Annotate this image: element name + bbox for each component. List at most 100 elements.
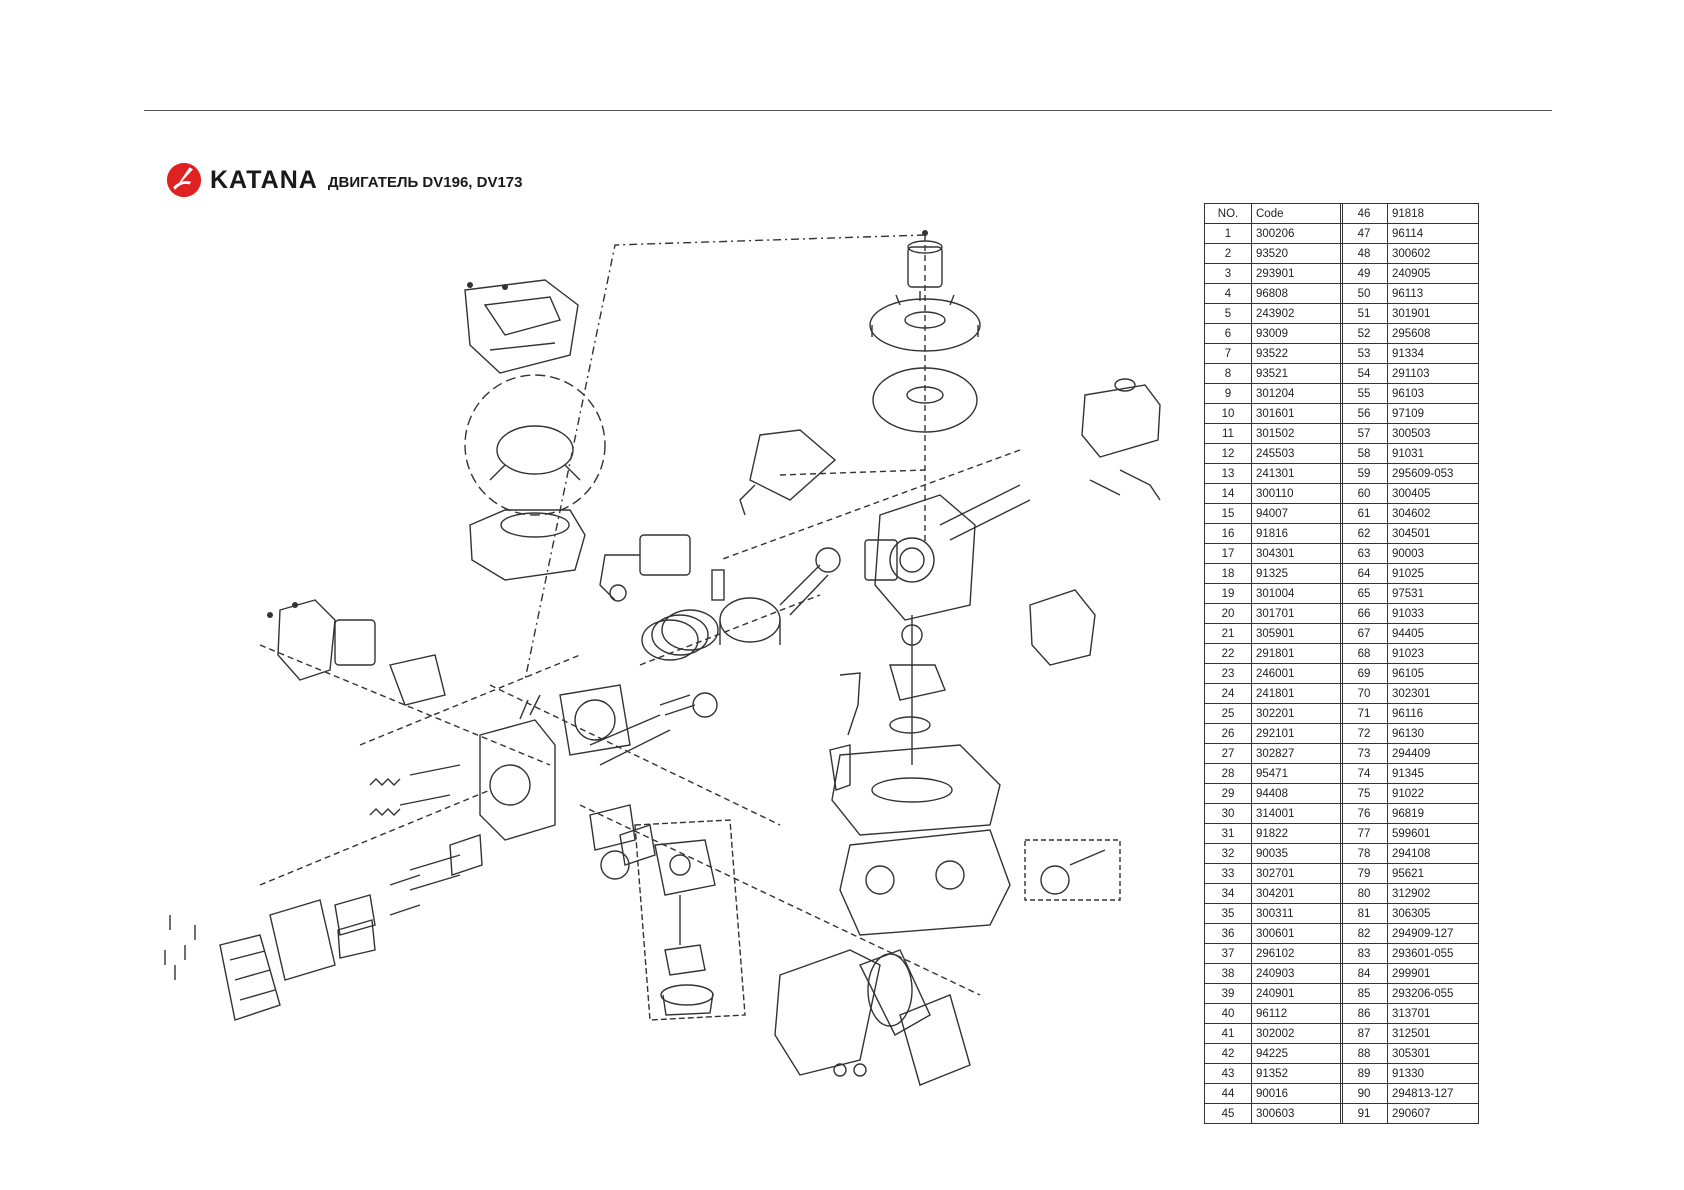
part-number-cell: 43	[1204, 1063, 1252, 1084]
part-code-cell: 302201	[1251, 703, 1343, 724]
part-code-cell: 291103	[1387, 363, 1479, 384]
part-code-cell: 94007	[1251, 503, 1343, 524]
part-code-cell: 300503	[1387, 423, 1479, 444]
part-code-cell: 90035	[1251, 843, 1343, 864]
part-number-cell: 42	[1204, 1043, 1252, 1064]
part-code-cell: 291801	[1251, 643, 1343, 664]
part-number-cell: 30	[1204, 803, 1252, 824]
part-number-cell: 47	[1340, 223, 1388, 244]
part-code-cell: 300601	[1251, 923, 1343, 944]
part-code-cell: 94408	[1251, 783, 1343, 804]
part-number-cell: 83	[1340, 943, 1388, 964]
part-number-cell: 70	[1340, 683, 1388, 704]
part-number-cell: 88	[1340, 1043, 1388, 1064]
part-number-cell: 20	[1204, 603, 1252, 624]
part-code-cell: 301901	[1387, 303, 1479, 324]
part-code-cell: 294108	[1387, 843, 1479, 864]
part-number-cell: 18	[1204, 563, 1252, 584]
header: KATANA ДВИГАТЕЛЬ DV196, DV173	[166, 162, 523, 198]
part-code-cell: 300405	[1387, 483, 1479, 504]
part-number-cell: 12	[1204, 443, 1252, 464]
part-number-cell: 14	[1204, 483, 1252, 504]
part-code-cell: 294409	[1387, 743, 1479, 764]
part-number-cell: 66	[1340, 603, 1388, 624]
part-number-cell: 22	[1204, 643, 1252, 664]
part-code-cell: 301601	[1251, 403, 1343, 424]
part-code-cell: 302002	[1251, 1023, 1343, 1044]
part-code-cell: 91325	[1251, 563, 1343, 584]
part-number-cell: 31	[1204, 823, 1252, 844]
part-number-cell: 21	[1204, 623, 1252, 644]
part-number-cell: 67	[1340, 623, 1388, 644]
part-code-cell: 91025	[1387, 563, 1479, 584]
part-number-cell: 73	[1340, 743, 1388, 764]
part-code-cell: 91345	[1387, 763, 1479, 784]
part-number-cell: 6	[1204, 323, 1252, 344]
part-number-cell: 27	[1204, 743, 1252, 764]
part-number-cell: 3	[1204, 263, 1252, 284]
part-number-cell: 5	[1204, 303, 1252, 324]
part-code-cell: 300206	[1251, 223, 1343, 244]
part-number-cell: 37	[1204, 943, 1252, 964]
part-number-cell: 63	[1340, 543, 1388, 564]
part-code-cell: 240905	[1387, 263, 1479, 284]
table-header-row: NO. Code	[1204, 203, 1343, 224]
part-code-cell: 91033	[1387, 603, 1479, 624]
part-number-cell: 10	[1204, 403, 1252, 424]
part-code-cell: 93522	[1251, 343, 1343, 364]
column-header-no: NO.	[1204, 203, 1252, 224]
part-number-cell: 23	[1204, 663, 1252, 684]
part-number-cell: 72	[1340, 723, 1388, 744]
part-code-cell: 301701	[1251, 603, 1343, 624]
part-number-cell: 58	[1340, 443, 1388, 464]
part-code-cell: 95471	[1251, 763, 1343, 784]
part-number-cell: 36	[1204, 923, 1252, 944]
part-code-cell: 313701	[1387, 1003, 1479, 1024]
part-number-cell: 62	[1340, 523, 1388, 544]
part-number-cell: 90	[1340, 1083, 1388, 1104]
part-code-cell: 301204	[1251, 383, 1343, 404]
brand-name: KATANA	[210, 165, 318, 194]
part-code-cell: 299901	[1387, 963, 1479, 984]
part-number-cell: 38	[1204, 963, 1252, 984]
part-code-cell: 91334	[1387, 343, 1479, 364]
part-number-cell: 2	[1204, 243, 1252, 264]
part-code-cell: 301004	[1251, 583, 1343, 604]
